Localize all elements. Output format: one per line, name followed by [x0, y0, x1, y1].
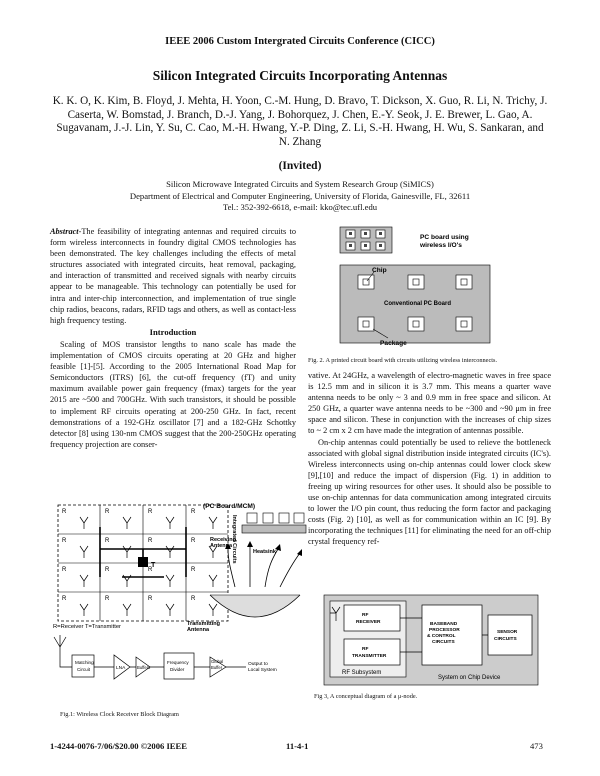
abstract-text: The feasibility of integrating antennas …	[50, 227, 296, 325]
heatsink-label: Heatsink	[253, 549, 277, 555]
intro-heading: Introduction	[149, 326, 197, 337]
invited-label: (Invited)	[278, 160, 322, 172]
left-column: Abstract-The feasibility of integrating …	[50, 226, 296, 450]
author-list: K. K. O, K. Kim, B. Floyd, J. Mehta, H. …	[52, 95, 548, 148]
conference-header: IEEE 2006 Custom Intergrated Circuits Co…	[165, 36, 435, 47]
antenna-icon	[208, 516, 218, 529]
fig1-legend: R=Receiver T=Transmitter	[53, 624, 121, 630]
chip-label: Chip	[372, 267, 387, 274]
antenna-icon	[208, 603, 218, 616]
lna-label: LNA	[116, 665, 126, 671]
receiver-marker: R	[148, 538, 153, 544]
abstract: Abstract-The feasibility of integrating …	[50, 226, 296, 326]
antenna-icon	[165, 516, 175, 529]
antenna-icon	[79, 603, 89, 616]
fig2-caption: Fig. 2. A printed circuit board with cir…	[308, 357, 498, 364]
receiver-marker: R	[148, 567, 153, 573]
transmitter-marker: T	[151, 562, 156, 569]
antenna-icon	[208, 545, 218, 558]
receiver-marker: R	[105, 596, 110, 602]
receiver-markers: R R R R R R R R R R R R R R R R	[62, 509, 218, 616]
antenna-icon	[79, 574, 89, 587]
abstract-label: Abstract-	[50, 227, 82, 236]
receiver-marker: R	[191, 596, 196, 602]
antenna-icon	[165, 603, 175, 616]
pc-board-mcm-label: (PC Board/MCM)	[203, 503, 255, 510]
receiver-marker: R	[105, 538, 110, 544]
package-label: Package	[380, 340, 407, 347]
fig1-diagram: R R R R R R R R R R R R R R R R T R=Receiver T=Transmit…	[53, 503, 307, 680]
integrated-circuits-label: Integrated Circuits	[231, 515, 237, 564]
footer-session: 11-4-1	[286, 741, 309, 751]
paper-title: Silicon Integrated Circuits Incorporatin…	[152, 68, 448, 83]
right-column: vative. At 24GHz, a wavelength of electr…	[308, 370, 551, 548]
antenna-icon	[122, 603, 132, 616]
receiver-marker: R	[62, 567, 67, 573]
rf-subsystem-label: RF Subsystem	[342, 670, 381, 676]
soc-label: System on Chip Device	[438, 675, 501, 681]
receiver-marker: R	[105, 509, 110, 515]
page-number: 473	[530, 741, 543, 751]
intro-paragraph: Scaling of MOS transistor lengths to nan…	[50, 339, 296, 449]
receiver-marker: R	[62, 596, 67, 602]
antenna-icon	[165, 574, 175, 587]
receiver-marker: R	[148, 596, 153, 602]
buffers-label: Buffers	[137, 665, 150, 670]
conventional-pc-board-label: Conventional PC Board	[384, 301, 451, 307]
receiver-marker: R	[105, 567, 110, 573]
antenna-icon	[122, 574, 132, 587]
antenna-icon	[208, 574, 218, 587]
affiliation-group: Silicon Microwave Integrated Circuits an…	[166, 179, 434, 189]
right-paragraph-2: On-chip antennas could potentially be us…	[308, 437, 551, 547]
footer-copyright: 1-4244-0076-7/06/$20.00 ©2006 IEEE	[50, 741, 188, 751]
receiver-marker: R	[191, 567, 196, 573]
antenna-icon	[79, 545, 89, 558]
antenna-icon	[122, 516, 132, 529]
receiver-marker: R	[62, 509, 67, 515]
affiliation: Silicon Microwave Integrated Circuits an…	[60, 179, 540, 214]
affiliation-department: Department of Electrical and Computer En…	[129, 190, 471, 201]
fig3-caption: Fig 3, A conceptual diagram of a μ-node.	[314, 693, 418, 700]
affiliation-contact: Tel.: 352-392-6618, e-mail: kko@tec.ufl.…	[222, 202, 378, 213]
right-paragraph-1: vative. At 24GHz, a wavelength of electr…	[308, 371, 551, 436]
receiver-marker: R	[191, 538, 196, 544]
fig1-caption: Fig.1: Wireless Clock Receiver Block Dia…	[60, 711, 179, 718]
antenna-icon	[79, 516, 89, 529]
receiver-marker: R	[148, 509, 153, 515]
receiver-marker: R	[62, 538, 67, 544]
receiver-marker: R	[191, 509, 196, 515]
